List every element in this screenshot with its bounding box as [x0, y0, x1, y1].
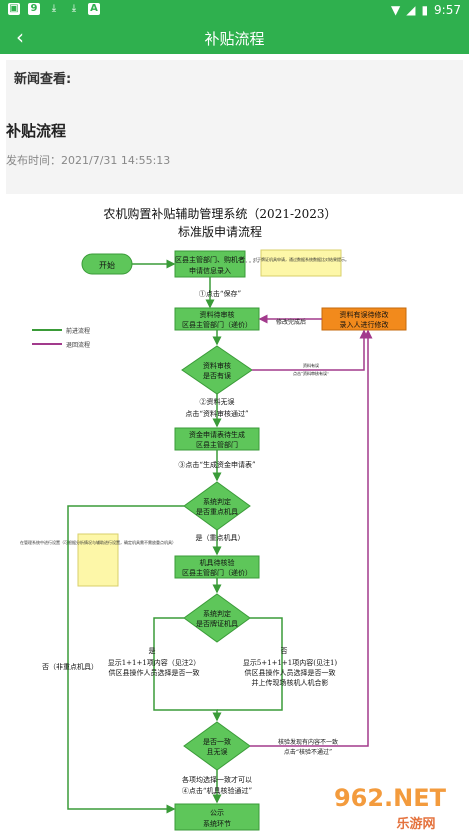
battery-icon: ▮: [421, 3, 429, 17]
flowchart-image: 农机购置补贴辅助管理系统（2021-2023） 标准版申请流程 开始 区县主管部…: [6, 194, 463, 835]
signal-icon: ◢: [406, 3, 416, 17]
dec3-no-text2: 供区县操作人员选择是否一致: [245, 668, 336, 677]
note-2-text: 在管理系统中进行设置（可根据分析情况与辅助进行设置，确定机具需不需放重点机具）: [20, 539, 176, 545]
pass-line2: ④点击“机具核验通过”: [182, 786, 253, 795]
dec3-yes-text1: 显示1+1+1项内容（见注2）: [108, 658, 201, 667]
status-time: 9:57: [434, 3, 461, 17]
step-input-line2: 申请信息录入: [189, 266, 231, 275]
legend-back: 退回流程: [66, 341, 90, 349]
decision-review-line1: 资料审核: [203, 361, 231, 370]
modify-done-label: 修改完成后: [276, 318, 306, 326]
step-verify-line1: 机具待核验: [200, 558, 235, 567]
note-1-text: 对于牌证机具申请，通过数据系统数据比对结果提示。: [253, 256, 349, 262]
note-2: [77, 533, 119, 587]
decision-review: [181, 345, 253, 395]
verify-fail-line2: 点击“核验不通过”: [284, 748, 332, 756]
dec1-no-label: ②资料无误: [200, 397, 235, 406]
step-input-line1: 区县主管部门、购机者: [175, 255, 245, 264]
watermark-brand: 962.NET: [334, 784, 447, 812]
step-publicize-line2: 系统环节: [203, 819, 231, 828]
decision-plate-machine: [183, 593, 251, 643]
decision-consistent-line1: 是否一致: [203, 737, 231, 746]
article-title: 补贴流程: [6, 122, 67, 140]
start-label: 开始: [99, 260, 115, 270]
news-label: 新闻查看:: [14, 72, 72, 87]
flow-title-2: 标准版申请流程: [178, 224, 262, 239]
decision-key-machine: [183, 481, 251, 531]
dec1-no-click: 点击“资料审核通过”: [185, 409, 249, 418]
dec3-no-text1: 显示5+1+1+1项内容(见注1): [243, 658, 338, 667]
decision-key-line1: 系统判定: [203, 497, 231, 506]
dec1-yes-click: 点击“资料审核有误”: [293, 370, 329, 376]
step-fix-line1: 资料有误待修改: [340, 310, 389, 319]
article-content[interactable]: 新闻查看: 补贴流程 发布时间：2021/7/31 14:55:13 农机购置补…: [6, 60, 463, 835]
step-publicize-line1: 公示: [210, 809, 224, 817]
download-icon: ⤓: [51, 3, 57, 14]
click-generate-label: ③点击“生成资金申请表”: [178, 460, 256, 469]
step-generate-line1: 资金申请表待生成: [189, 430, 245, 439]
page-title: 补贴流程: [204, 30, 265, 48]
wifi-icon: ▼: [390, 3, 401, 17]
decision-key-line2: 是否重点机具: [196, 507, 238, 516]
click-save-label: ①点击“保存”: [199, 289, 242, 298]
legend-forward: 前进流程: [66, 327, 90, 335]
decision-plate-line1: 系统判定: [203, 609, 231, 618]
download-icon: ⤓: [71, 3, 77, 14]
pass-line1: 各项均选择一致才可以: [182, 775, 252, 784]
dec1-yes-label: 资料有误: [303, 362, 319, 368]
notification-icon: ▣: [8, 3, 20, 15]
decision-consistent-line2: 且无误: [207, 747, 228, 756]
step-fix-line2: 录入人进行修改: [340, 320, 389, 329]
watermark-logo: 962.NET 乐游网: [334, 784, 447, 832]
chevron-left-icon: ‹: [16, 25, 24, 49]
dec3-yes-text2: 供区县操作人员选择是否一致: [109, 668, 200, 677]
notification-icon: 9: [28, 3, 40, 15]
status-left-icons: ▣ 9 ⤓ ⤓ A: [8, 3, 100, 15]
status-right: ▼ ◢ ▮ 9:57: [391, 3, 461, 17]
step-verify-line2: 区县主管部门（递价）: [182, 568, 252, 577]
decision-consistent: [183, 721, 251, 771]
app-icon: A: [88, 3, 100, 15]
step-publicize: [174, 803, 260, 831]
step-review-line1: 资料待审核: [200, 310, 235, 319]
step-input: [174, 250, 246, 278]
publish-time: 发布时间：2021/7/31 14:55:13: [6, 154, 171, 167]
watermark-sub: 乐游网: [396, 816, 435, 832]
status-bar: ▣ 9 ⤓ ⤓ A ▼ ◢ ▮ 9:57: [0, 0, 469, 22]
step-generate-line2: 区县主管部门: [196, 440, 238, 449]
flow-title-1: 农机购置补贴辅助管理系统（2021-2023）: [103, 206, 336, 221]
verify-fail-line1: 核验发现有内容不一致: [278, 738, 338, 746]
dec3-yes: 是: [149, 647, 156, 655]
note-1: [260, 249, 342, 277]
dec2-no-label: 否（非重点机具）: [42, 662, 98, 671]
decision-plate-line2: 是否牌证机具: [196, 619, 238, 628]
decision-review-line2: 是否有误: [203, 371, 231, 380]
step-review-line2: 区县主管部门（递价）: [182, 320, 252, 329]
dec3-no: 否: [281, 647, 288, 655]
back-button[interactable]: ‹: [8, 25, 32, 49]
app-bar: ‹ 补贴流程: [0, 22, 469, 54]
dec2-yes-label: 是（重点机具）: [196, 533, 245, 542]
dec3-no-text3: 并上传现场核机人机合影: [252, 678, 329, 687]
